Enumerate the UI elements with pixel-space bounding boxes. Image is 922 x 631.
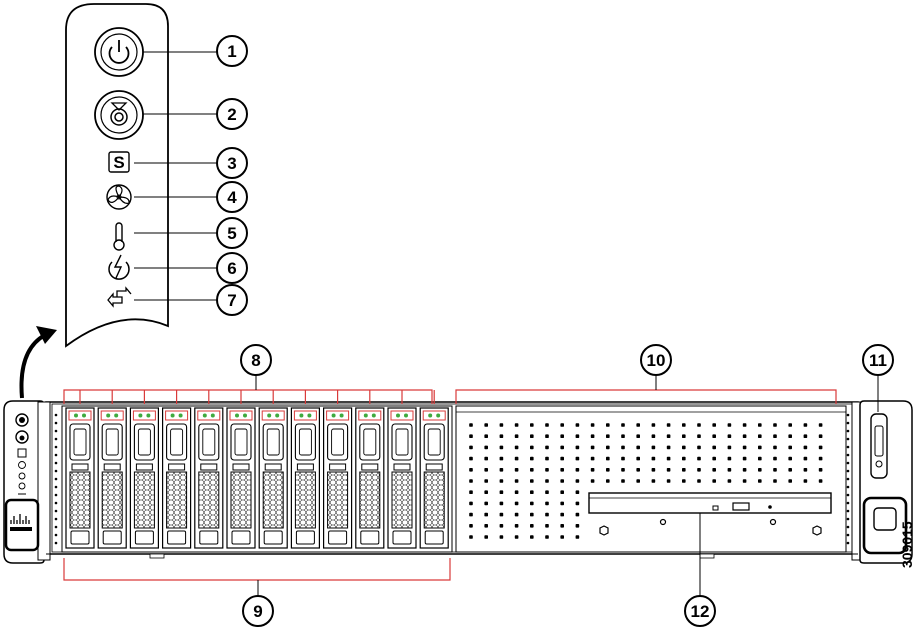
callout-3-label: 3 [227, 154, 236, 173]
drive-led [170, 413, 175, 418]
drive-bay-2[interactable] [97, 407, 127, 549]
grille-screws [599, 518, 822, 536]
drive-led [331, 413, 336, 418]
drive-led [178, 413, 183, 418]
callout-5-label: 5 [227, 224, 236, 243]
drive-led [146, 413, 151, 418]
temperature-icon [113, 222, 125, 251]
uid-button[interactable] [94, 90, 144, 140]
drive-led [436, 413, 441, 418]
drive-led [363, 413, 368, 418]
drive-bays-group [65, 407, 449, 549]
drive-led [267, 413, 272, 418]
callout-9-label: 9 [253, 602, 262, 621]
callout-5: 5 [216, 217, 248, 249]
figure-id: 309015 [899, 521, 915, 568]
zoom-arrow [19, 326, 57, 399]
right-perforation [846, 413, 850, 545]
ear-uid-icon [15, 430, 29, 444]
drive-led [82, 413, 86, 418]
callout-1: 1 [216, 35, 248, 67]
callout-2: 2 [216, 98, 248, 130]
drive-bays-bracket [63, 558, 451, 581]
callout-7-label: 7 [227, 291, 236, 310]
drive-led [74, 413, 78, 418]
uid-icon [110, 102, 128, 126]
callout-6: 6 [216, 252, 248, 284]
callout-4: 4 [216, 181, 248, 213]
highlight-brackets [63, 389, 837, 581]
network-icon [107, 286, 132, 308]
drive-bay-4[interactable] [162, 407, 192, 549]
callout-6-label: 6 [227, 259, 236, 278]
callout-12-label: 12 [691, 602, 710, 621]
drive-bay-11[interactable] [387, 407, 417, 549]
drive-led [299, 413, 304, 418]
drive-bay-8[interactable] [290, 407, 320, 549]
drive-led [138, 413, 143, 418]
drive-led [404, 413, 408, 418]
control-panel-detail: S [65, 3, 217, 348]
left-perforation [54, 413, 58, 545]
right-handle [862, 496, 908, 555]
front-grille [455, 405, 847, 553]
power-supply-icon [108, 254, 130, 280]
power-icon [108, 40, 130, 64]
drive-led [235, 413, 239, 418]
drive-led [275, 413, 280, 418]
callout-11: 11 [862, 344, 894, 376]
left-rack-ear [3, 400, 51, 564]
drive-led [106, 413, 111, 418]
system-health-icon: S [108, 151, 130, 173]
svg-text:S: S [113, 153, 124, 172]
drive-bay-10[interactable] [355, 407, 385, 549]
drive-led [339, 413, 344, 418]
drive-led [371, 413, 376, 418]
callout-8: 8 [240, 344, 272, 376]
drive-bay-6[interactable] [226, 407, 256, 549]
callout-8-label: 8 [251, 351, 260, 370]
callout-10: 10 [640, 344, 672, 376]
right-rack-ear [851, 400, 913, 564]
drive-led [202, 413, 207, 418]
drive-led [243, 413, 247, 418]
drive-bay-7[interactable] [258, 407, 288, 549]
callout-2-label: 2 [227, 105, 236, 124]
grille-bracket [455, 389, 837, 404]
callouts: 1 2 3 4 5 6 7 8 9 10 11 12 [216, 35, 894, 627]
drive-led-ticks [79, 390, 435, 404]
callout-7: 7 [216, 284, 248, 316]
drive-led [114, 413, 119, 418]
callout-11-label: 11 [869, 351, 887, 370]
callout-1-label: 1 [227, 42, 236, 61]
fan-icon [106, 184, 132, 210]
callout-4-label: 4 [227, 188, 237, 207]
callout-9: 9 [242, 595, 274, 627]
drive-bay-3[interactable] [129, 407, 159, 549]
drive-bay-12[interactable] [419, 407, 449, 549]
cisco-logo [4, 498, 40, 552]
drive-bay-9[interactable] [323, 407, 353, 549]
drive-led [307, 413, 312, 418]
callout-3: 3 [216, 147, 248, 179]
ear-power-icon [15, 413, 29, 427]
optical-drive[interactable] [588, 492, 832, 514]
drive-led [396, 413, 400, 418]
drive-led [428, 413, 433, 418]
server-chassis [3, 400, 913, 564]
drive-bay-5[interactable] [194, 407, 224, 549]
drive-led [210, 413, 215, 418]
kvm-connector[interactable] [870, 413, 888, 479]
power-button[interactable] [94, 27, 144, 77]
drive-led-bracket [63, 389, 433, 404]
callout-10-label: 10 [647, 351, 666, 370]
drive-bay-1[interactable] [65, 407, 95, 549]
callout-12: 12 [684, 595, 716, 627]
